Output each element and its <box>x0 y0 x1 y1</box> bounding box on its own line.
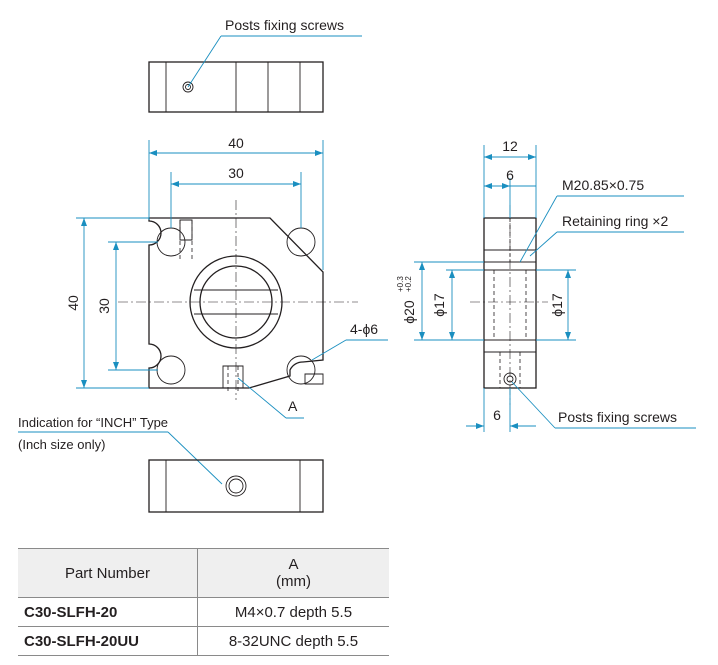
dim-12: 12 <box>502 138 518 154</box>
table-row: C30-SLFH-20 M4×0.7 depth 5.5 <box>18 597 389 627</box>
posts-fixing-screws-top-label: Posts fixing screws <box>225 17 344 33</box>
dia17-right-label: ϕ17 <box>549 293 565 317</box>
a-value-cell: 8-32UNC depth 5.5 <box>196 626 389 656</box>
header-part-number: Part Number <box>18 548 198 598</box>
dim-40-width: 40 <box>228 135 244 151</box>
a-value-cell: M4×0.7 depth 5.5 <box>196 597 389 627</box>
posts-fixing-screws-side-label: Posts fixing screws <box>558 409 677 425</box>
spec-table: Part Number A (mm) C30-SLFH-20 M4×0.7 de… <box>18 548 389 656</box>
inch-note: Indication for “INCH” Type (Inch size on… <box>18 415 223 485</box>
inch-note-label: (Inch size only) <box>18 437 105 452</box>
holes-label: 4-ϕ6 <box>350 321 378 337</box>
label-a: A <box>288 398 298 414</box>
tol-upper: +0.3 <box>396 276 405 292</box>
top-view: Posts fixing screws <box>148 17 362 113</box>
header-a-label: A <box>288 556 299 573</box>
dim-6-top: 6 <box>506 167 514 183</box>
table-header-row: Part Number A (mm) <box>18 548 389 598</box>
part-number-cell: C30-SLFH-20 <box>18 597 198 627</box>
header-a-unit: (mm) <box>275 573 311 590</box>
inch-indication-label: Indication for “INCH” Type <box>18 415 168 430</box>
part-number-cell: C30-SLFH-20UU <box>18 626 198 656</box>
dia20-label: ϕ20 <box>401 300 417 324</box>
side-view: 12 6 M20.85×0.75 Retaining ring ×2 ϕ20 +… <box>396 138 696 432</box>
dim-30-width: 30 <box>228 165 244 181</box>
tol-lower: +0.2 <box>404 276 413 292</box>
dia17-left-label: ϕ17 <box>431 293 447 317</box>
technical-drawing: Posts fixing screws 40 <box>18 17 696 513</box>
dim-6-bottom: 6 <box>493 407 501 423</box>
thread-label: M20.85×0.75 <box>562 177 644 193</box>
table-row: C30-SLFH-20UU 8-32UNC depth 5.5 <box>18 626 389 656</box>
header-a: A (mm) <box>196 548 389 598</box>
dim-30-height: 30 <box>96 298 112 314</box>
dim-40-height: 40 <box>65 295 81 311</box>
bottom-view <box>148 459 324 513</box>
front-view: 40 30 40 30 4-ϕ6 A <box>65 135 388 419</box>
retaining-ring-label: Retaining ring ×2 <box>562 213 668 229</box>
